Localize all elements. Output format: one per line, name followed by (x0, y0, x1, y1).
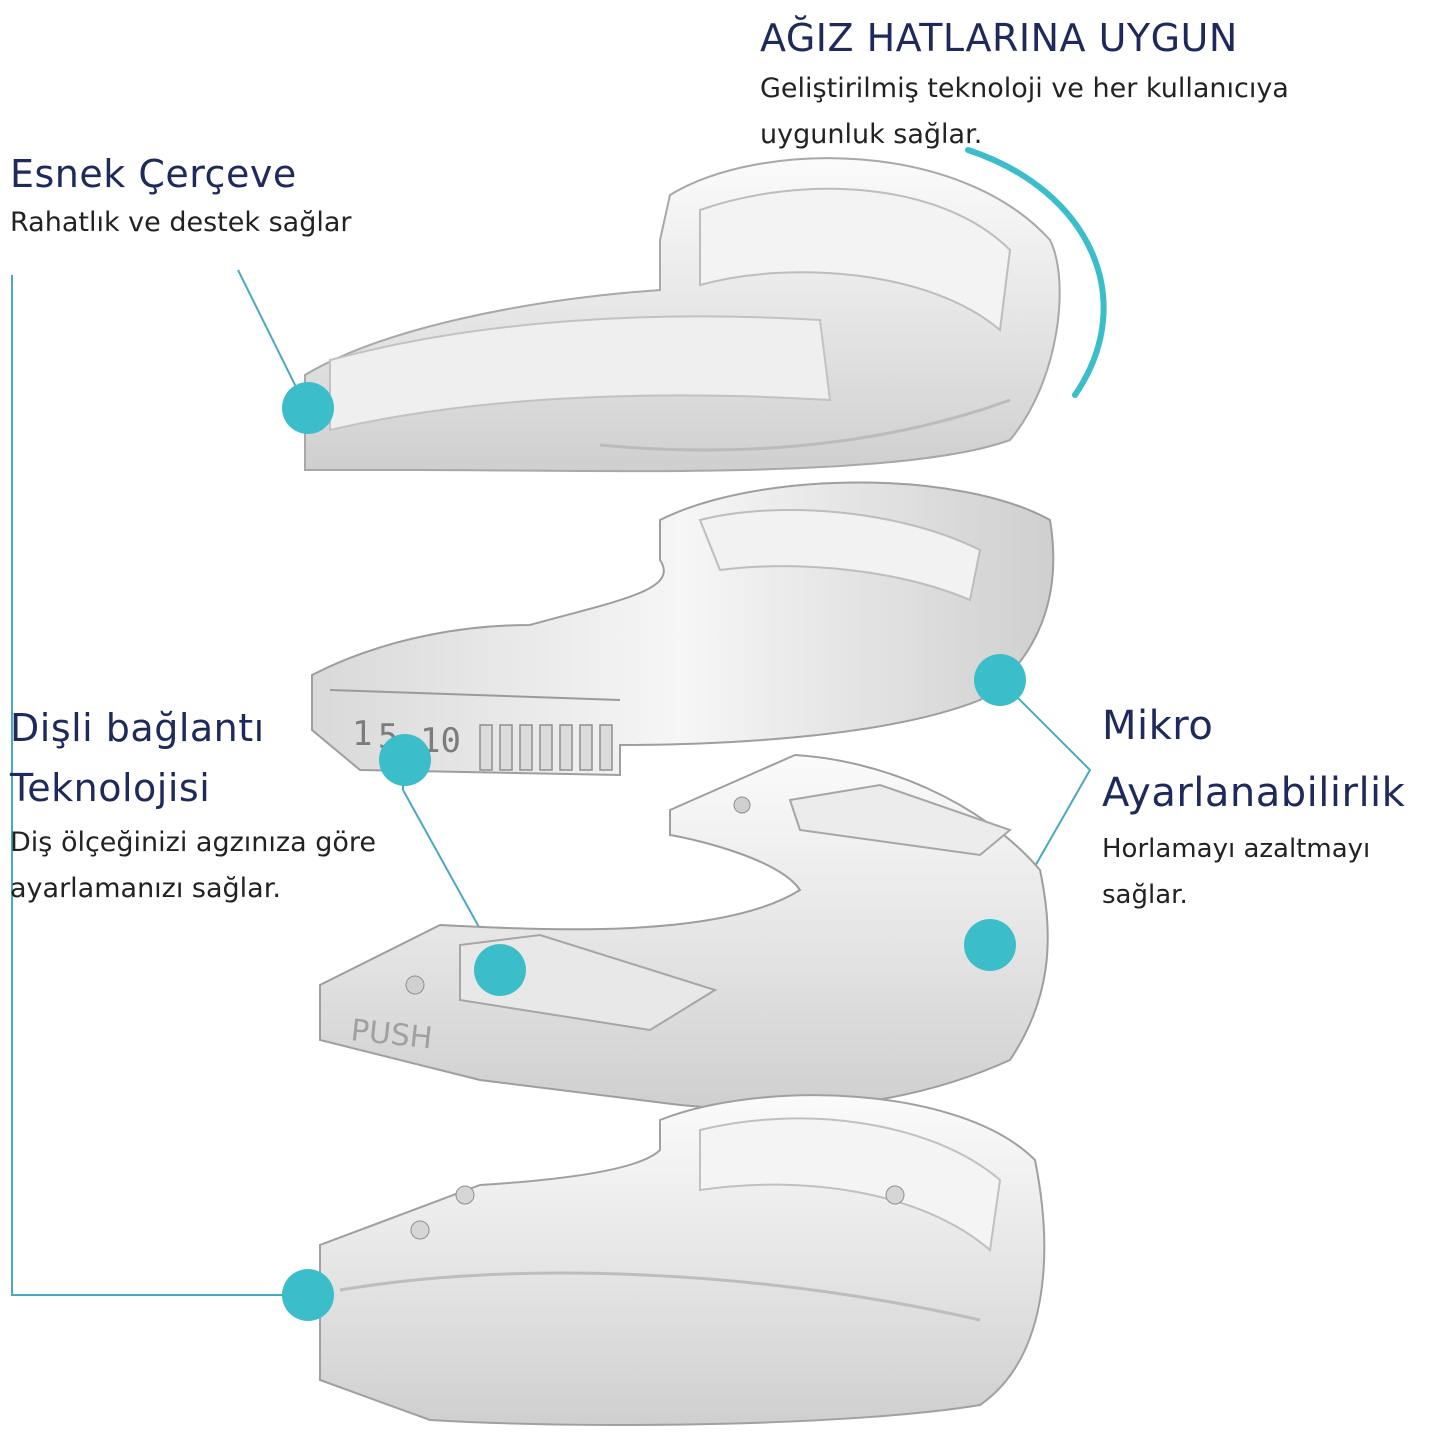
gear-teeth (479, 724, 613, 771)
micro-desc: Horlamayı azaltmayı sağlar. (1102, 834, 1371, 910)
fit-title: AĞIZ HATLARINA UYGUN (760, 16, 1238, 60)
micro-title-line2: Ayarlanabilirlik (1102, 770, 1406, 816)
gear-desc: Diş ölçeğinizi agzınıza göre ayarlamanız… (10, 827, 376, 904)
dot-gear-lower (474, 944, 526, 996)
dot-frame (282, 382, 334, 434)
fit-desc: Geliştirilmiş teknoloji ve her kullanıcı… (760, 73, 1289, 150)
gear-title-line1: Dişli bağlantı (10, 706, 265, 750)
upper-tray (304, 157, 1061, 473)
gear-title-line2: Teknolojisi (10, 766, 211, 810)
micro-title-line1: Mikro (1102, 703, 1214, 749)
push-label: PUSH (349, 1013, 434, 1056)
dot-micro-lower (964, 919, 1016, 971)
dot-micro-upper (974, 654, 1026, 706)
scale-mark-1: 1 (352, 714, 372, 754)
frame-desc: Rahatlık ve destek sağlar (10, 207, 352, 238)
lower-tray (319, 1094, 1046, 1426)
gear-scale-tray: 1 5 10 (311, 481, 1055, 777)
adjustable-plate: PUSH (319, 753, 1049, 1111)
frame-title: Esnek Çerçeve (10, 152, 297, 196)
fit-arc (965, 147, 1107, 398)
dot-gear (379, 734, 431, 786)
callout-dots (282, 382, 1026, 1321)
dot-frame-lower (282, 1269, 334, 1321)
